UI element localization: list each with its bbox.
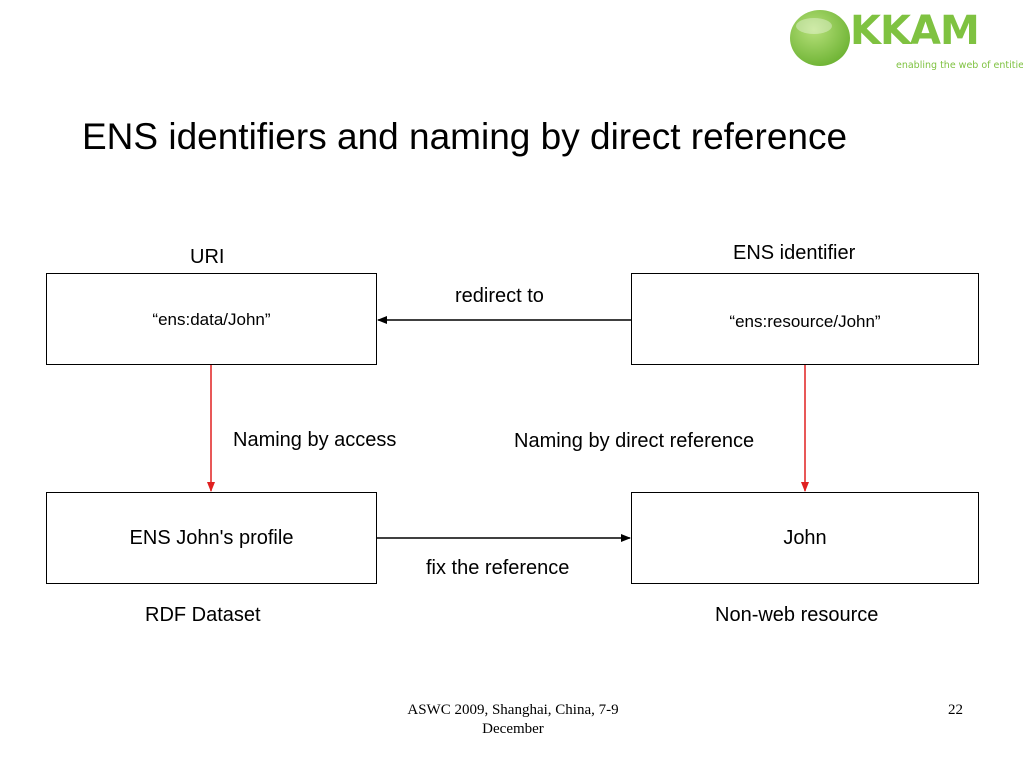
logo-wordmark: KKAM: [850, 8, 980, 54]
john-box-text: John: [783, 527, 827, 549]
page-number: 22: [948, 702, 963, 718]
john-box: John: [631, 492, 979, 584]
slide-title: ENS identifiers and naming by direct ref…: [82, 116, 848, 157]
fix-the-reference-label: fix the reference: [426, 557, 570, 579]
ens-box-text: “ens:resource/John”: [729, 312, 881, 331]
footer-line-1: ASWC 2009, Shanghai, China, 7-9: [407, 702, 619, 718]
rdf-dataset-label: RDF Dataset: [145, 604, 261, 626]
ens-identifier-box: “ens:resource/John”: [631, 273, 979, 365]
naming-by-direct-reference-label: Naming by direct reference: [514, 430, 755, 452]
redirect-to-label: redirect to: [455, 285, 544, 307]
profile-box: ENS John's profile: [46, 492, 377, 584]
logo-circle-icon: [790, 10, 850, 66]
uri-label: URI: [190, 246, 225, 268]
ens-identifier-label: ENS identifier: [733, 242, 856, 264]
non-web-resource-label: Non-web resource: [715, 604, 879, 626]
footer-conference: ASWC 2009, Shanghai, China, 7-9 December: [360, 701, 666, 739]
okkam-logo: KKAM enabling the web of entities: [788, 6, 1023, 76]
footer-line-2: December: [482, 721, 544, 737]
profile-box-text: ENS John's profile: [129, 527, 294, 549]
uri-box-text: “ens:data/John”: [152, 310, 271, 329]
uri-box: “ens:data/John”: [46, 273, 377, 365]
naming-by-access-label: Naming by access: [233, 429, 397, 451]
logo-tagline: enabling the web of entities: [896, 60, 1023, 71]
